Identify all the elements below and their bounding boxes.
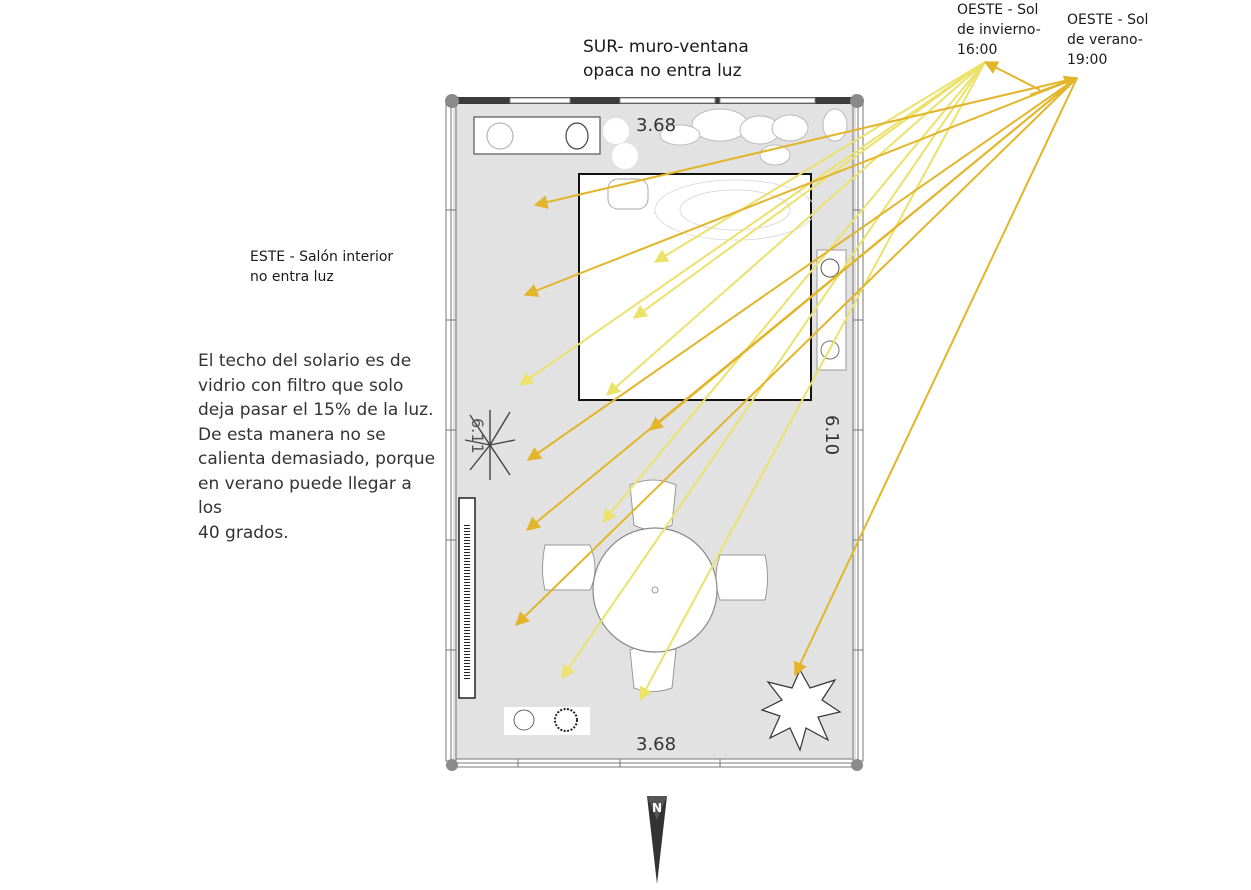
palm-plant-icon: [760, 668, 842, 752]
rug-pattern: [654, 179, 816, 241]
sun-ray-arrow: [983, 61, 1041, 91]
sun-ray-arrow: [653, 61, 986, 263]
stool: [612, 143, 638, 169]
dining-set: [542, 479, 768, 692]
stool: [603, 118, 629, 144]
sun-ray-arrow: [639, 61, 986, 702]
plant-icon: [820, 340, 840, 360]
rug: [578, 173, 812, 401]
sun-ray-arrow: [561, 61, 986, 680]
plant-icon: [554, 708, 578, 732]
west-summer-sun-label: OESTE - Sol de verano- 19:00: [1067, 12, 1149, 68]
sun-ray-arrow: [605, 61, 986, 396]
sun-ray-arrow: [526, 77, 1078, 461]
plant-icon: [486, 122, 514, 150]
chair: [629, 479, 677, 531]
rug-pattern: [679, 189, 791, 231]
sun-ray-arrow: [523, 77, 1078, 297]
round-table: [592, 527, 718, 653]
sink-counter: [473, 116, 601, 155]
north-wall-windows: [455, 758, 854, 768]
sun-ray-arrow: [794, 77, 1078, 677]
east-wall-label: ESTE - Salón interior no entra luz: [250, 249, 394, 285]
sun-ray-arrow: [518, 61, 986, 386]
sun-ray-arrow: [1029, 75, 1079, 96]
corner-columns: [445, 94, 864, 771]
plant-cluster: [659, 108, 848, 166]
top-windows: [509, 97, 816, 104]
chair: [715, 554, 768, 601]
sun-ray-arrow: [514, 77, 1078, 626]
roof-note: El techo del solario es de vidrio con fi…: [198, 351, 436, 543]
dimension-top: 3.68: [636, 115, 676, 136]
chair: [542, 544, 596, 591]
plant-icon: [820, 258, 840, 278]
north-letter: N: [652, 801, 662, 815]
dimension-left: 6.11: [468, 418, 487, 454]
south-wall-label: SUR- muro-ventana opaca no entra luz: [583, 37, 749, 81]
north-arrow-icon: N: [647, 796, 667, 884]
dimension-bottom: 3.68: [636, 734, 676, 755]
sun-ray-arrow: [648, 77, 1078, 431]
plant-icon: [513, 709, 535, 731]
sun-rays: [514, 61, 1079, 702]
sun-ray-arrow: [533, 77, 1078, 209]
sun-ray-arrow: [632, 61, 986, 319]
west-winter-sun-label: OESTE - Sol de invierno- 16:00: [957, 2, 1041, 58]
plant-icon: [464, 410, 516, 480]
dimension-right: 6.10: [821, 415, 842, 455]
